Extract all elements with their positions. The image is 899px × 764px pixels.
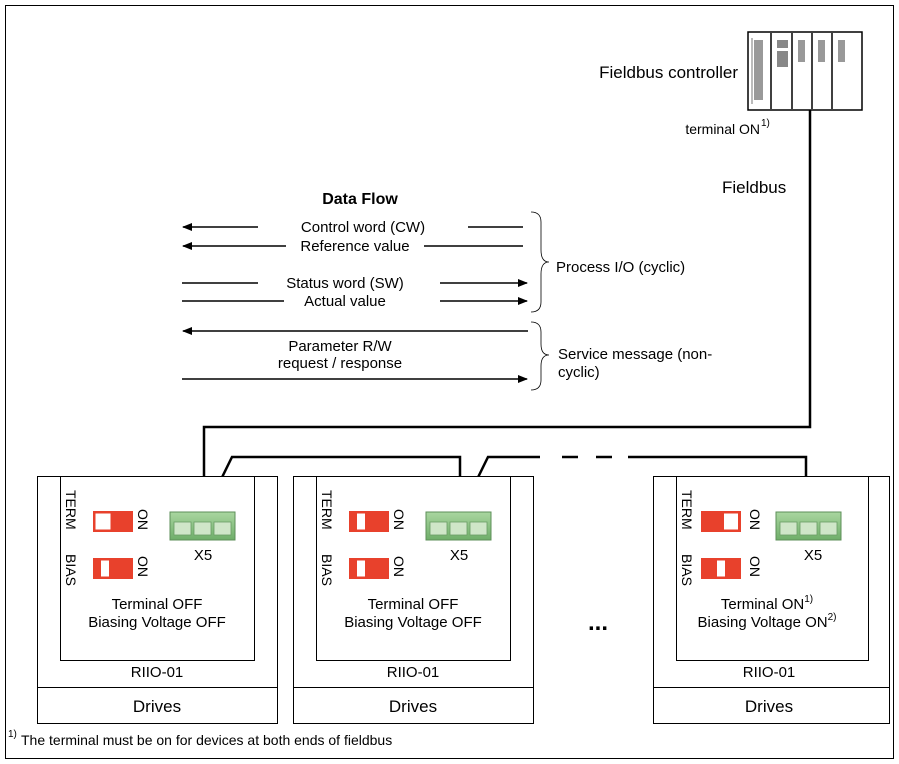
- term-switch[interactable]: [349, 511, 389, 532]
- bias-label: BIAS: [679, 554, 695, 586]
- controller-terminal-text: terminal ON: [685, 121, 760, 137]
- reference-value-label: Reference value: [300, 238, 409, 255]
- bias-label: BIAS: [63, 554, 79, 586]
- drives-caption: Drives: [389, 697, 437, 716]
- riio-module-box: [676, 476, 869, 661]
- footnote-text: The terminal must be on for devices at b…: [21, 732, 392, 748]
- drive-1: TERM BIAS ON ON X5 Terminal OFF Biasing …: [37, 476, 278, 724]
- bias-switch[interactable]: [701, 558, 741, 579]
- term-on-label: ON: [747, 509, 763, 530]
- bias-on-label: ON: [391, 556, 407, 577]
- service-message-brace: [530, 321, 550, 391]
- x5-label: X5: [804, 547, 822, 564]
- drives-caption: Drives: [133, 697, 181, 716]
- process-io-label: Process I/O (cyclic): [556, 259, 685, 276]
- controller-label: Fieldbus controller: [599, 63, 738, 82]
- controller-terminal-note-mark: 1): [761, 118, 770, 129]
- fieldbus-label: Fieldbus: [722, 178, 786, 197]
- module-label: RIIO-01: [743, 664, 796, 681]
- term-on-label: ON: [391, 509, 407, 530]
- term-label: TERM: [679, 490, 695, 530]
- service-message-label-line1: Service message (non-: [558, 346, 712, 363]
- term-switch[interactable]: [93, 511, 133, 532]
- bias-on-label: ON: [747, 556, 763, 577]
- term-switch[interactable]: [701, 511, 741, 532]
- status-line-2: Biasing Voltage OFF: [88, 614, 226, 631]
- riio-module-box: [316, 476, 511, 661]
- parameter-rw-label-line2: request / response: [278, 355, 402, 372]
- drive-outer-box: [37, 476, 278, 724]
- data-flow-title: Data Flow: [322, 191, 398, 208]
- parameter-rw-label-line1: Parameter R/W: [288, 338, 392, 355]
- drive-outer-box: [293, 476, 534, 724]
- fieldbus-cable: [202, 110, 812, 511]
- status-line-1: Terminal OFF: [368, 596, 459, 613]
- status-word-label: Status word (SW): [286, 275, 404, 292]
- module-label: RIIO-01: [387, 664, 440, 681]
- status-line-2: Biasing Voltage OFF: [344, 614, 482, 631]
- more-drives-ellipsis: ...: [588, 609, 608, 636]
- x5-connector[interactable]: [775, 511, 842, 541]
- bias-label: BIAS: [319, 554, 335, 586]
- control-word-label: Control word (CW): [301, 219, 425, 236]
- drive-outer-box: [653, 476, 890, 724]
- module-label: RIIO-01: [131, 664, 184, 681]
- status-line-1: Terminal ON1): [721, 594, 813, 613]
- actual-value-label: Actual value: [304, 293, 386, 310]
- footnote-mark: 1): [8, 729, 17, 740]
- fieldbus-controller: Fieldbus controller terminal ON 1): [599, 31, 863, 137]
- data-flow: Data Flow Control word (CW) Reference va…: [182, 191, 712, 391]
- bias-switch[interactable]: [349, 558, 389, 579]
- term-label: TERM: [63, 490, 79, 530]
- bias-on-label: ON: [135, 556, 151, 577]
- x5-connector[interactable]: [425, 511, 492, 541]
- x5-connector[interactable]: [169, 511, 236, 541]
- term-label: TERM: [319, 490, 335, 530]
- service-message-label-line2: cyclic): [558, 364, 600, 381]
- bias-switch[interactable]: [93, 558, 133, 579]
- term-on-label: ON: [135, 509, 151, 530]
- status-line-2: Biasing Voltage ON2): [698, 612, 837, 631]
- outer-frame: [5, 5, 894, 759]
- drive-2: TERM BIAS ON ON X5 Terminal OFF Biasing …: [293, 476, 534, 724]
- drive-3: TERM BIAS ON ON X5 Terminal ON1) Biasing…: [653, 476, 890, 724]
- riio-module-box: [60, 476, 255, 661]
- x5-label: X5: [194, 547, 212, 564]
- drives-caption: Drives: [745, 697, 793, 716]
- status-line-1: Terminal OFF: [112, 596, 203, 613]
- x5-label: X5: [450, 547, 468, 564]
- process-io-brace: [530, 211, 550, 313]
